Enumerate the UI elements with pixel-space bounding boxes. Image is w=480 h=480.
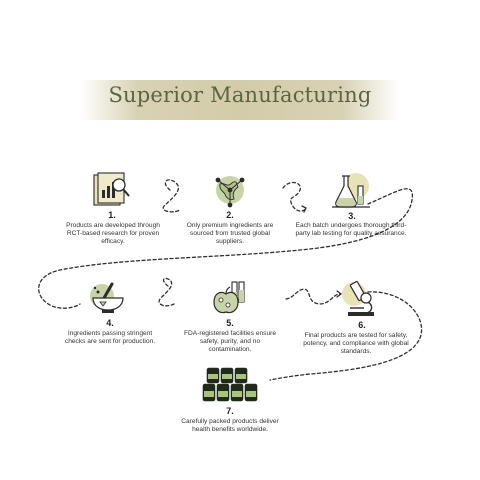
microscope-icon xyxy=(342,280,374,316)
connector-4-5 xyxy=(158,277,175,307)
connector-5-6 xyxy=(285,288,341,305)
connector-2-3 xyxy=(282,181,307,212)
globe-network-icon xyxy=(215,176,245,208)
supplement-bottles-icon xyxy=(202,367,258,402)
step-1-description: Products are developed through RCT-based… xyxy=(66,222,160,246)
step-5-description: FDA-registered facilities ensure safety,… xyxy=(184,330,276,354)
step-6-number: 6. xyxy=(358,320,366,330)
arrowhead-5-6 xyxy=(336,290,343,298)
step-2-number: 2. xyxy=(226,210,234,220)
connector-1-2 xyxy=(162,179,181,213)
step-1-number: 1. xyxy=(108,210,116,220)
step-7-number: 7. xyxy=(226,406,234,416)
step-7-description: Carefully packed products deliver health… xyxy=(181,418,279,434)
lab-flask-icon xyxy=(332,173,370,208)
step-3-number: 3. xyxy=(348,211,356,221)
connector-3-4 xyxy=(38,188,413,309)
research-chart-icon xyxy=(93,172,130,206)
step-2-description: Only premium ingredients are sourced fro… xyxy=(186,222,274,246)
step-5-number: 5. xyxy=(226,318,234,328)
mortar-pestle-icon xyxy=(90,282,124,313)
arrowhead-2-3 xyxy=(301,205,307,213)
step-3-description: Each batch undergoes thorough third-part… xyxy=(295,222,407,238)
apple-test-tubes-icon xyxy=(213,281,245,314)
step-6-description: Final products are tested for safety, po… xyxy=(303,332,409,356)
title-banner xyxy=(80,80,400,120)
step-4-description: Ingredients passing stringent checks are… xyxy=(64,330,156,346)
step-4-number: 4. xyxy=(106,318,114,328)
page-title: Superior Manufacturing xyxy=(108,83,372,107)
connector-6-7 xyxy=(269,291,423,381)
